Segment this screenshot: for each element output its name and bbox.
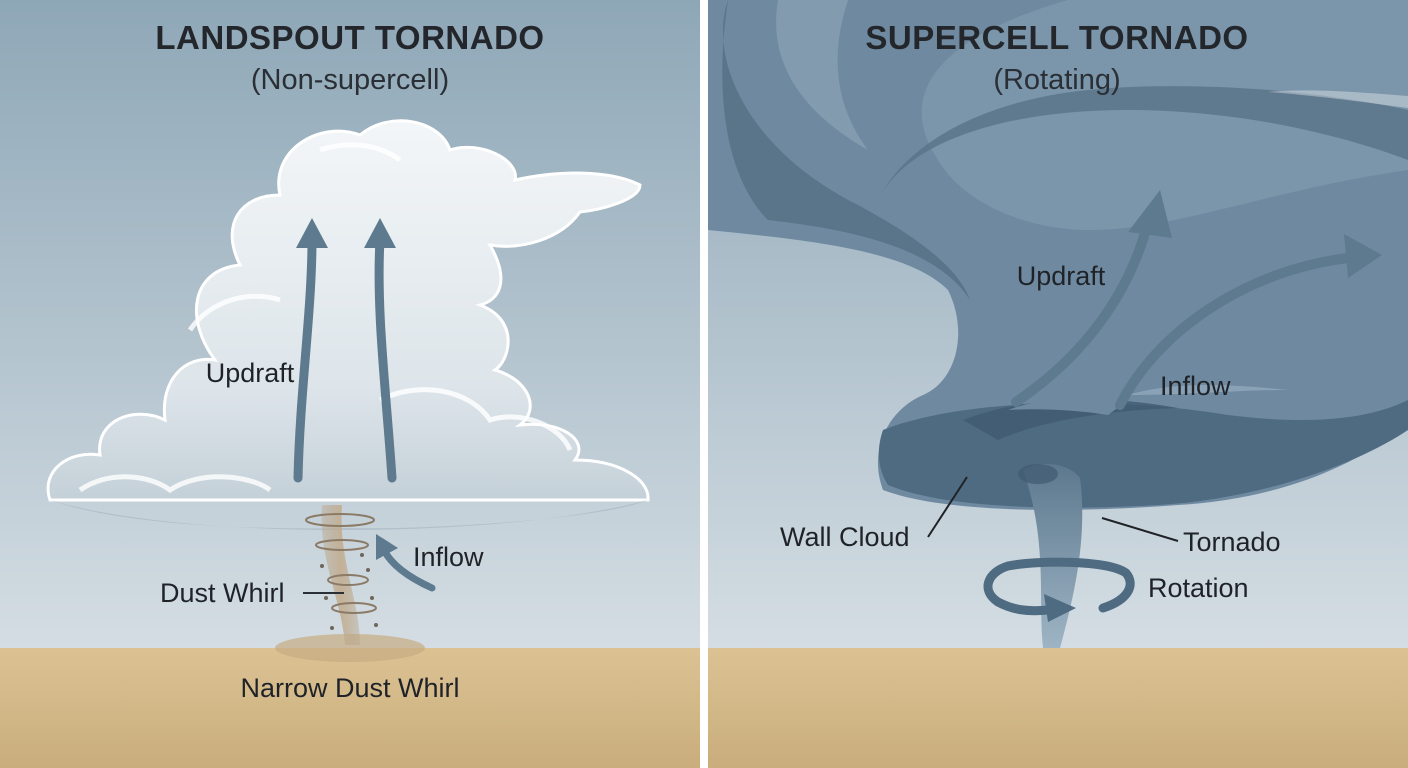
left-subtitle: (Non-supercell) xyxy=(251,64,449,96)
wall-cloud-leader-line xyxy=(927,476,968,538)
dust-whirl xyxy=(275,505,425,662)
rotation-label: Rotation xyxy=(1148,573,1249,603)
tornado-label: Tornado xyxy=(1183,527,1281,557)
left-inflow-label: Inflow xyxy=(413,542,484,572)
right-subtitle: (Rotating) xyxy=(993,64,1120,96)
updraft-arrows xyxy=(293,218,397,483)
landspout-panel: LANDSPOUT TORNADO (Non-supercell) Updraf… xyxy=(0,0,700,768)
supercell-storm xyxy=(708,0,1408,510)
ground xyxy=(708,648,1408,768)
cumulus-cloud xyxy=(46,119,650,530)
right-inflow-label: Inflow xyxy=(1160,371,1231,401)
right-title: SUPERCELL TORNADO xyxy=(865,19,1248,56)
ground xyxy=(0,648,700,768)
left-title: LANDSPOUT TORNADO xyxy=(155,19,544,56)
tornado-leader-line xyxy=(1101,517,1179,542)
supercell-panel: SUPERCELL TORNADO (Rotating) Updraft Inf… xyxy=(708,0,1408,768)
rotation-arrow xyxy=(983,557,1135,622)
updraft-arrow xyxy=(1011,190,1172,407)
right-updraft-label: Updraft xyxy=(1017,261,1106,291)
inflow-arrow xyxy=(1115,234,1382,410)
dust-whirl-label: Dust Whirl xyxy=(160,578,285,608)
inflow-arrow xyxy=(376,534,436,592)
left-updraft-label: Updraft xyxy=(206,358,295,388)
tornado-funnel xyxy=(1018,463,1083,648)
wall-cloud-label: Wall Cloud xyxy=(780,522,910,552)
ground-caption: Narrow Dust Whirl xyxy=(240,673,459,703)
panel-divider xyxy=(700,0,708,768)
